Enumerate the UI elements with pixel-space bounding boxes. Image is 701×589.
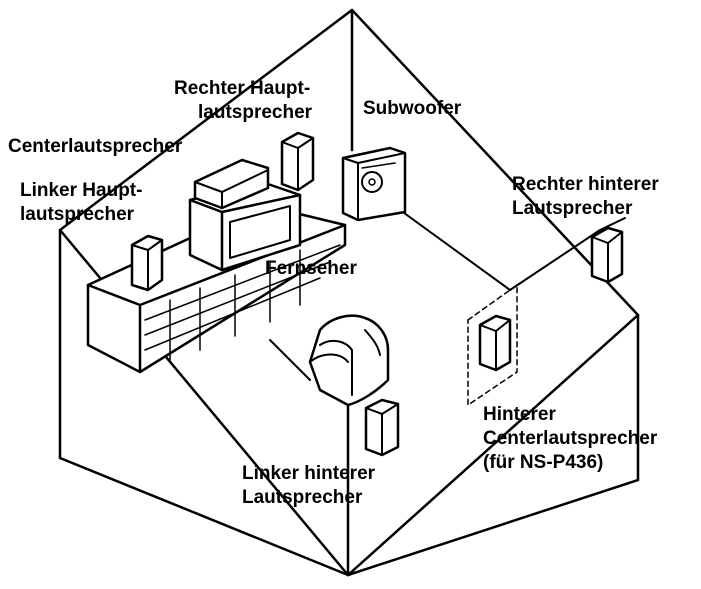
armchair [308,314,390,407]
rear-center-label-1: Hinterer [483,404,556,425]
center-speaker [193,158,270,210]
left-rear-speaker [364,398,400,457]
right-main-speaker [280,131,315,192]
right-main-label-1: Rechter Haupt- [174,78,311,99]
right-rear-speaker [590,226,624,284]
left-main-label-1: Linker Haupt- [20,180,143,201]
right-main-label-2: lautsprecher [198,102,313,123]
left-main-speaker [130,234,164,292]
left-rear-label-1: Linker hinterer [242,463,376,484]
subwoofer [341,146,407,222]
rear-center-label-3: (für NS-P436) [483,452,604,473]
center-label: Centerlautsprecher [8,136,183,157]
floor-edges [269,209,626,381]
subwoofer-label: Subwoofer [363,98,462,119]
rear-center-label-2: Centerlautsprecher [483,428,658,449]
tv-label: Fernseher [265,258,357,279]
left-main-label-2: lautsprecher [20,204,135,225]
right-rear-label-1: Rechter hinterer [512,174,659,195]
left-rear-label-2: Lautsprecher [242,487,363,508]
right-rear-label-2: Lautsprecher [512,198,633,219]
room-walls [58,8,640,577]
rear-center-speaker [467,284,518,406]
